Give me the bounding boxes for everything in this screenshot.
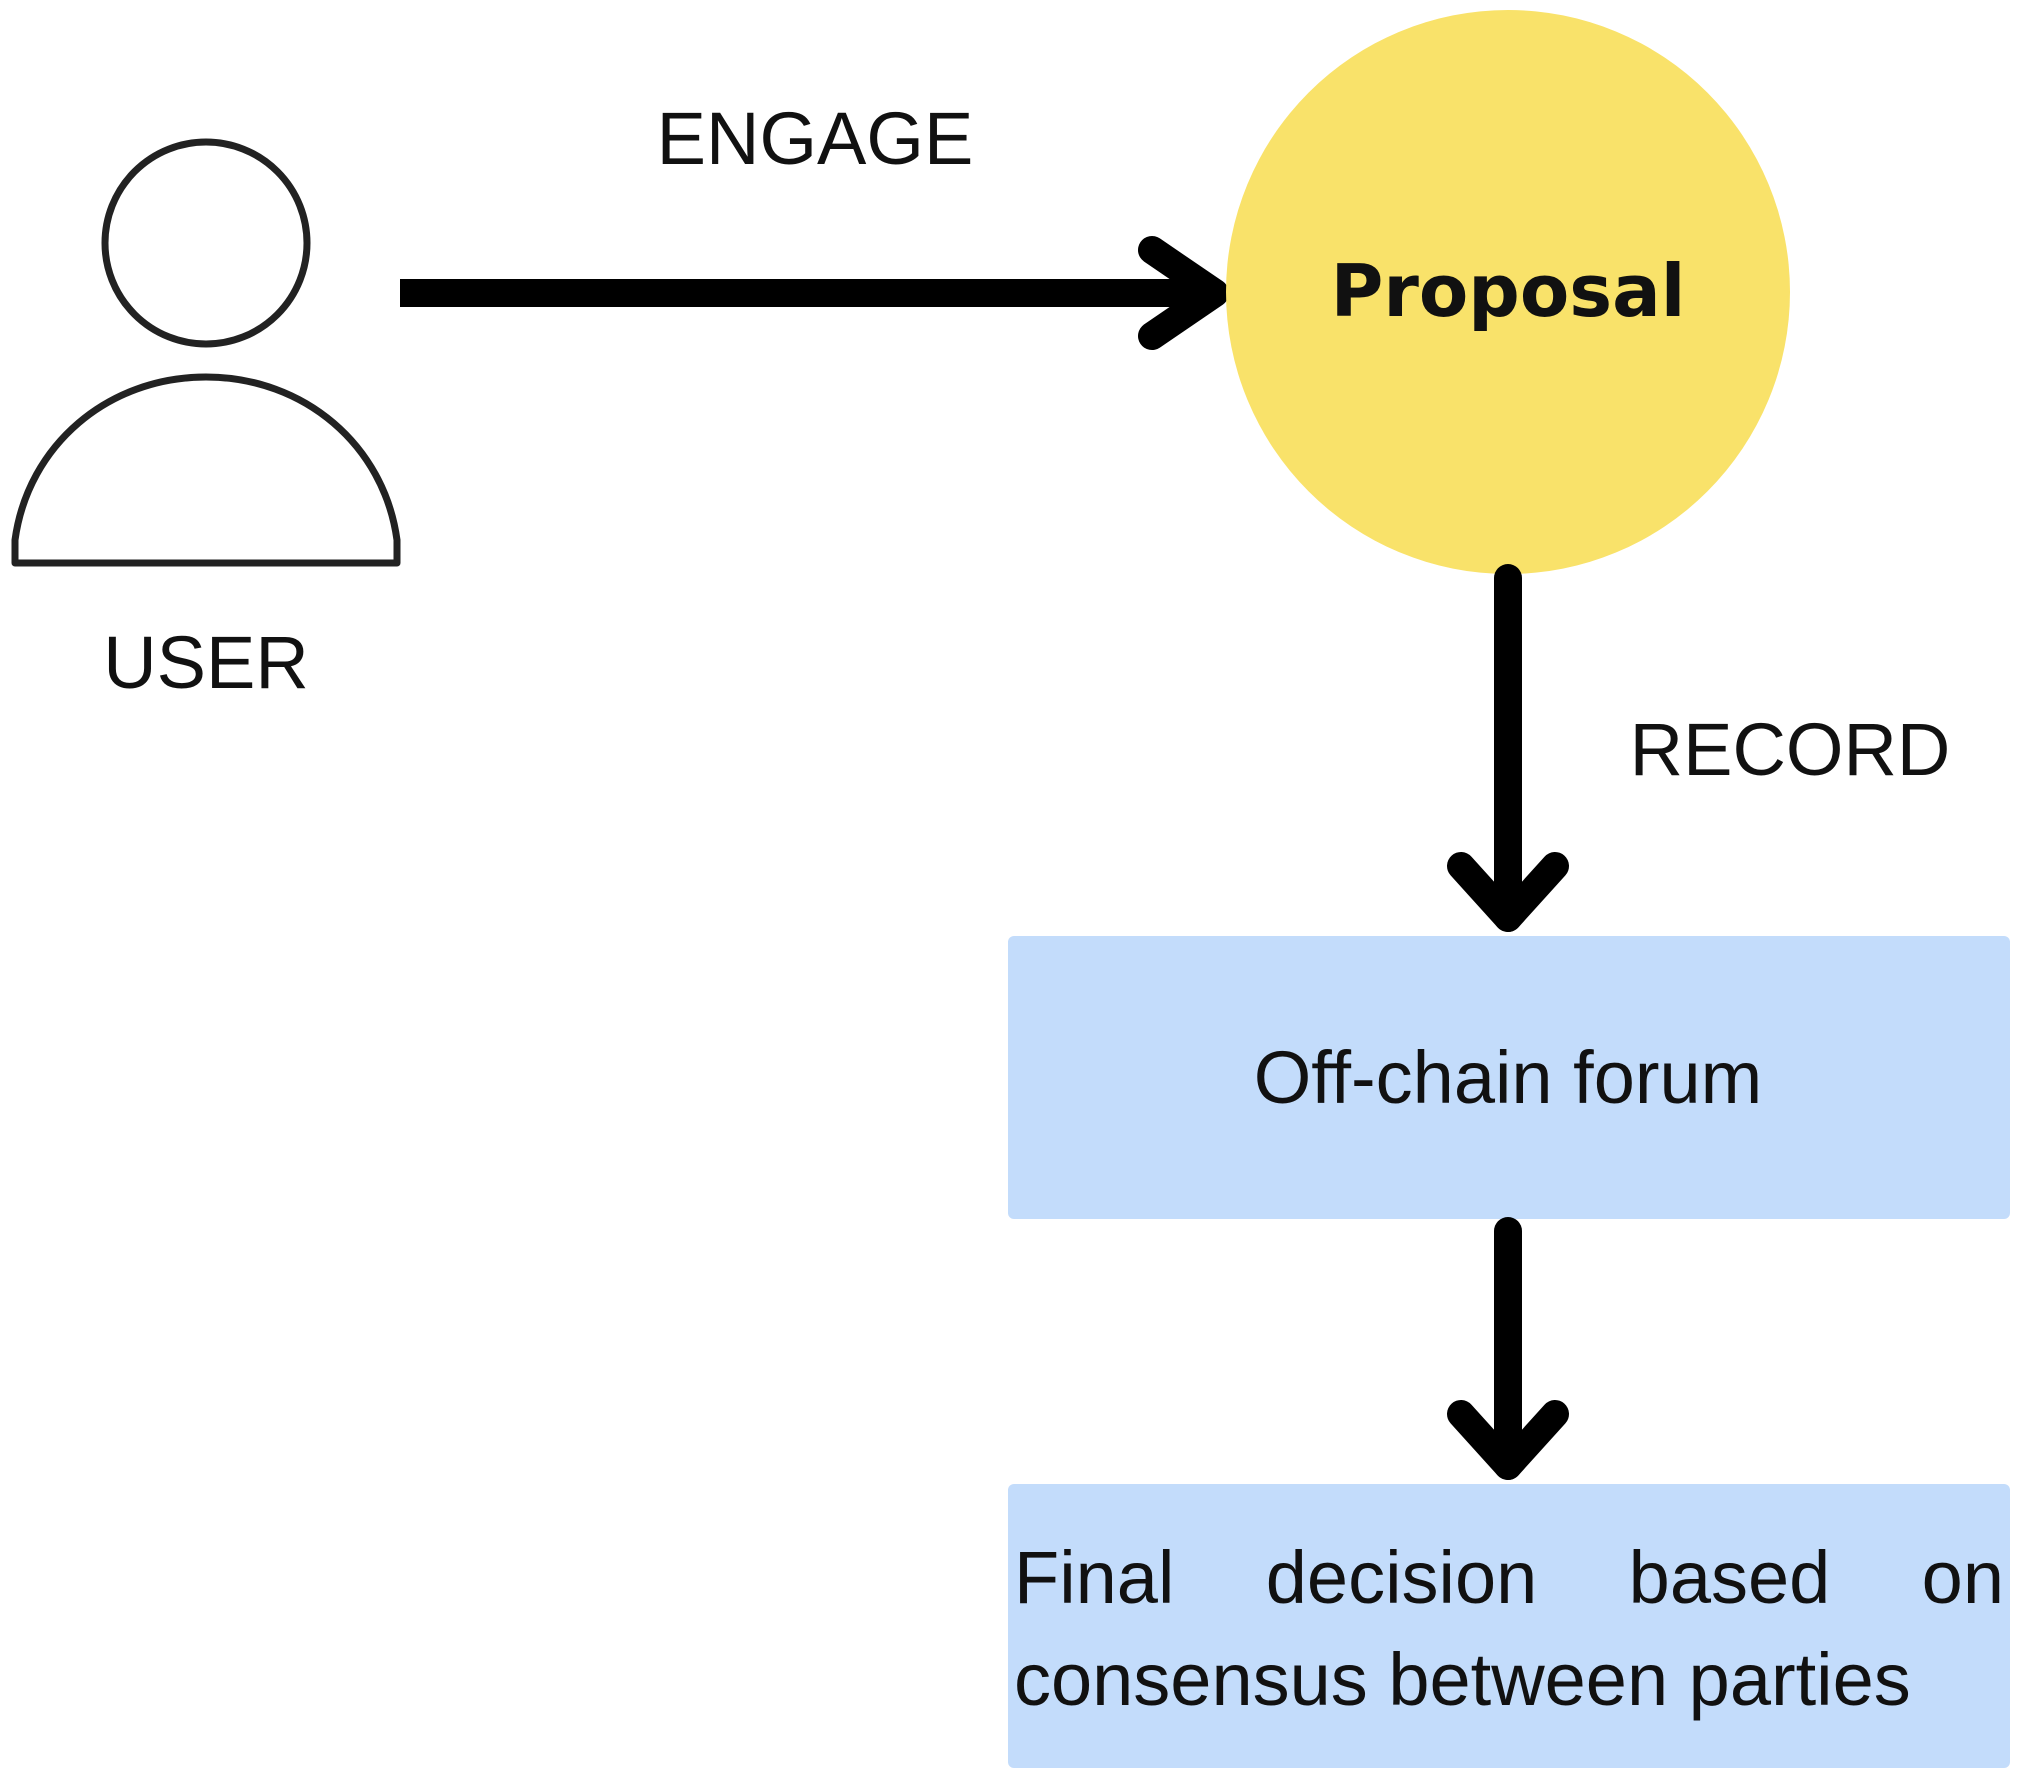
engage-label: ENGAGE: [657, 97, 974, 180]
proposal-node: [1226, 10, 1790, 574]
user-icon: [11, 138, 401, 567]
final-decision-label: Final decision based on consensus betwee…: [1014, 1536, 2004, 1721]
final-decision-box: Final decision based on consensus betwee…: [1008, 1484, 2010, 1768]
decision-arrow: [1447, 1217, 1569, 1480]
user-label: USER: [103, 621, 309, 704]
forum-box: [1008, 936, 2010, 1219]
record-arrow: [1447, 564, 1569, 932]
user-head: [101, 138, 311, 348]
engage-arrow: [400, 236, 1229, 350]
user-body: [11, 373, 401, 567]
proposal-label: Proposal: [1331, 249, 1686, 333]
record-label: RECORD: [1630, 708, 1951, 791]
forum-label: Off-chain forum: [1254, 1036, 1763, 1119]
